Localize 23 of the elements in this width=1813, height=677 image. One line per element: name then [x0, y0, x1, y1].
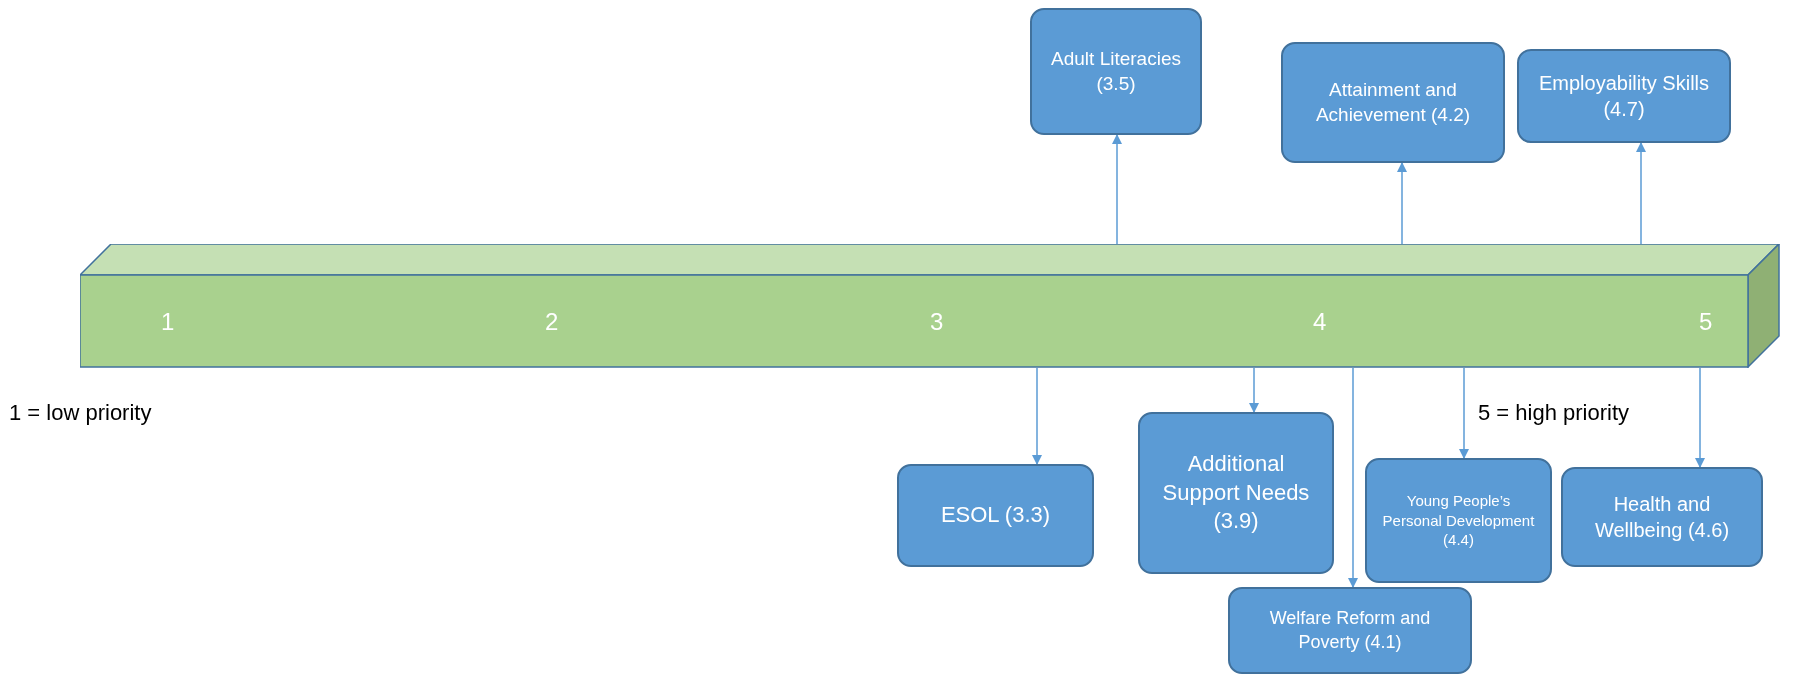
arrow	[1348, 367, 1358, 588]
arrow	[1397, 162, 1407, 245]
scale-number: 5	[1699, 308, 1713, 336]
topic-box: Additional Support Needs (3.9)	[1138, 412, 1334, 574]
topic-box: Attainment and Achievement (4.2)	[1281, 42, 1505, 163]
topic-box: Welfare Reform and Poverty (4.1)	[1228, 587, 1472, 674]
topic-box: Adult Literacies (3.5)	[1030, 8, 1202, 135]
arrow	[1249, 367, 1259, 413]
arrow	[1636, 142, 1646, 245]
arrow	[1112, 134, 1122, 245]
topic-box: Employability Skills (4.7)	[1517, 49, 1731, 143]
scale-note: 1 = low priority	[9, 400, 152, 426]
topic-box: ESOL (3.3)	[897, 464, 1094, 567]
topic-box: Young People’s Personal Development (4.4)	[1365, 458, 1552, 583]
arrow	[1032, 367, 1042, 465]
scale-number: 4	[1313, 308, 1327, 336]
topic-box: Health and Wellbeing (4.6)	[1561, 467, 1763, 567]
scale-note: 5 = high priority	[1478, 400, 1630, 426]
arrow	[1459, 367, 1469, 459]
scale-number: 1	[161, 308, 175, 336]
scale-number: 2	[545, 308, 559, 336]
arrow	[1695, 367, 1705, 468]
scale-number: 3	[930, 308, 944, 336]
